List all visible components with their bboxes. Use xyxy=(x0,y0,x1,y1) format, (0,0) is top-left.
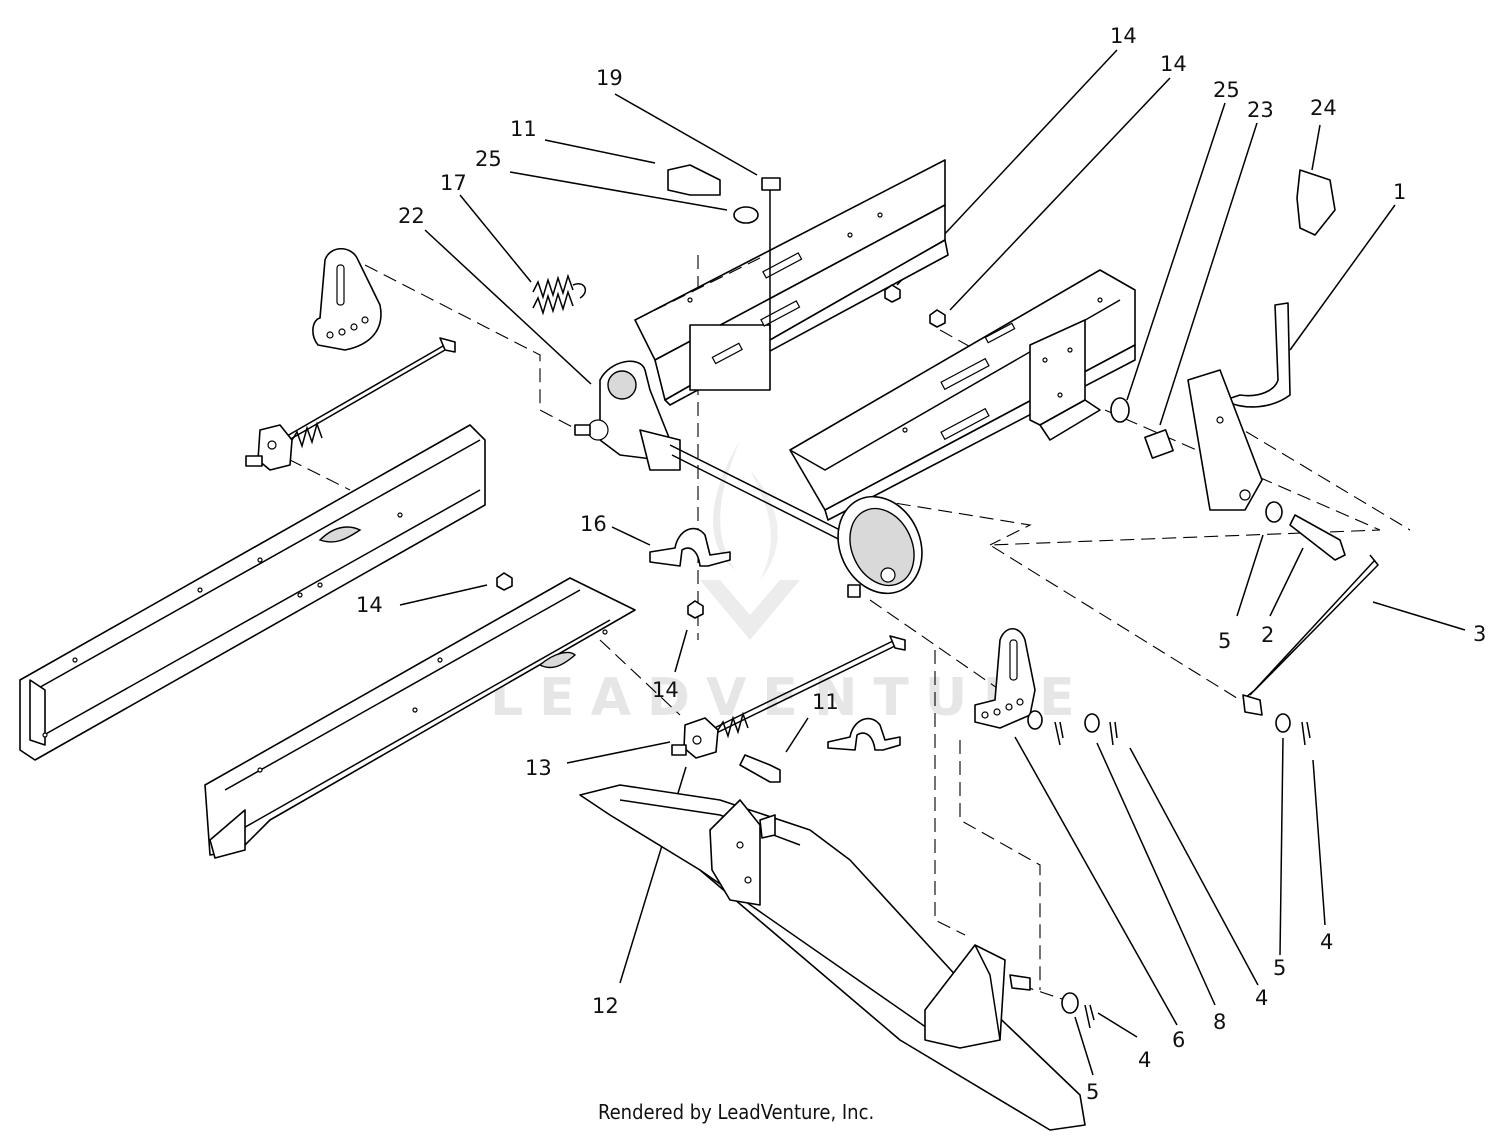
render-credit-caption: Rendered by LeadVenture, Inc. xyxy=(598,1100,875,1124)
upper-rod-assembly xyxy=(245,337,456,471)
callout-label: 19 xyxy=(596,66,623,90)
callout-label: 11 xyxy=(510,117,537,141)
callout-label: 14 xyxy=(1110,24,1137,48)
callout-label: 4 xyxy=(1255,986,1269,1010)
callout-label: 25 xyxy=(475,147,502,171)
callout-label: 4 xyxy=(1320,930,1334,954)
main-cross-shaft xyxy=(574,360,923,598)
bolt-and-washer xyxy=(1265,501,1346,561)
callout-label: 11 xyxy=(812,690,839,714)
callout-label: 5 xyxy=(1086,1080,1100,1104)
shift-lever-assembly xyxy=(1187,169,1336,511)
callout-label: 1 xyxy=(1393,180,1407,204)
mower-deck xyxy=(579,784,1086,1131)
right-channel-frame xyxy=(789,269,1136,521)
callout-label: 25 xyxy=(1213,78,1240,102)
callout-label: 16 xyxy=(580,512,607,536)
callout-label: 24 xyxy=(1310,96,1337,120)
callout-label: 17 xyxy=(440,171,467,195)
callout-label: 22 xyxy=(398,204,425,228)
nuts xyxy=(496,284,946,619)
callout-label: 14 xyxy=(1160,52,1187,76)
callout-label: 5 xyxy=(1273,956,1287,980)
callout-label: 23 xyxy=(1247,98,1274,122)
lower-right-plate xyxy=(974,627,1036,729)
washers-and-clips xyxy=(1027,710,1311,1029)
callout-label: 14 xyxy=(652,678,679,702)
callout-label: 8 xyxy=(1213,1010,1227,1034)
lower-rod-assembly xyxy=(671,635,906,783)
callout-label: 2 xyxy=(1261,623,1275,647)
leadventure-logo-watermark xyxy=(700,440,800,640)
callout-label: 5 xyxy=(1218,629,1232,653)
callout-label: 13 xyxy=(525,756,552,780)
clamp-16 xyxy=(649,527,731,567)
callout-label: 12 xyxy=(592,994,619,1018)
callout-label: 6 xyxy=(1172,1028,1186,1052)
left-lower-channel xyxy=(204,577,636,859)
top-hardware xyxy=(532,164,781,330)
callout-label: 4 xyxy=(1138,1048,1152,1072)
upper-channel-frame xyxy=(634,159,949,406)
clamp-lower xyxy=(827,717,901,751)
upper-left-plate xyxy=(312,247,382,351)
left-long-channel xyxy=(19,424,486,761)
spacer-washer xyxy=(1110,397,1174,459)
callout-label: 3 xyxy=(1473,622,1487,646)
callout-label: 14 xyxy=(356,593,383,617)
link-rod-3 xyxy=(1242,554,1380,716)
